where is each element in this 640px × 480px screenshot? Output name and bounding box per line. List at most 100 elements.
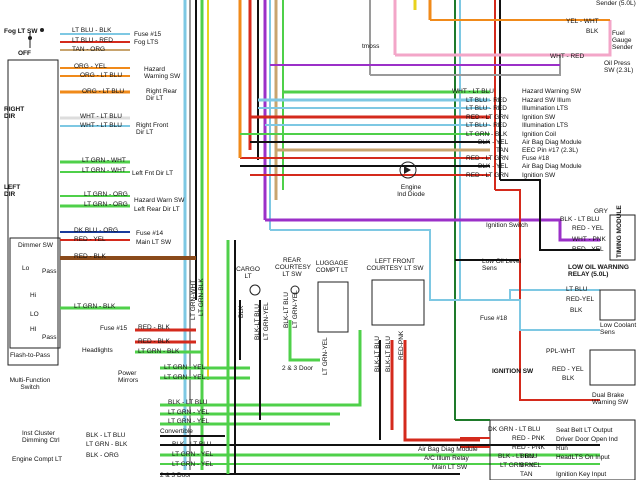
r-eec-pin-label: EEC Pin #17 (2.3L) bbox=[522, 147, 579, 154]
right-dir-label: RIGHT DIR bbox=[4, 106, 25, 120]
top-right-loops bbox=[270, 19, 612, 76]
fuel-gauge-label: Fuel Gauge Sender bbox=[612, 30, 633, 51]
fuse15b-label: Fuse #15 bbox=[100, 325, 128, 332]
r-blk-ltblu-label: BLK - LT BLU bbox=[498, 453, 538, 460]
lt-grn-yel5-label: LT GRN - YEL bbox=[172, 451, 214, 458]
r-ignition-switch-label: Ignition Switch bbox=[486, 222, 528, 229]
r-hazard-sw-illum-label: Hazard SW Illum bbox=[522, 97, 571, 104]
fog-switch bbox=[28, 28, 44, 48]
r-airbag-diag3-label: Air Bag Diag Module bbox=[418, 446, 478, 453]
red-yel-label: RED - YEL bbox=[74, 236, 106, 243]
blk-ltblu-v3: BLK-LT BLU bbox=[374, 336, 381, 372]
r-brn2-label: BRN bbox=[520, 462, 534, 469]
fog-off-label: OFF bbox=[18, 50, 31, 57]
blk-ltblu-v4: BLK-LT BLU bbox=[385, 336, 392, 372]
lt-grn-wht-label: LT GRN - WHT bbox=[82, 157, 126, 164]
dual-brake-box bbox=[589, 349, 636, 386]
wht-red-label: WHT - RED bbox=[550, 53, 585, 60]
luggage-label: LUGGAGE COMPT LT bbox=[315, 260, 349, 274]
pass-label: Pass bbox=[42, 268, 57, 275]
blk-ltblu-v1: BLK-LT BLU bbox=[254, 304, 261, 340]
r-ignition-coil-label: Ignition Coil bbox=[522, 131, 556, 138]
purple-run bbox=[265, 179, 600, 401]
r-tan-label: TAN bbox=[496, 147, 509, 154]
hazard-warn-sw-label: Hazard Warn SW bbox=[134, 197, 185, 204]
oil-press-label: Oil Press SW (2.3L) bbox=[604, 60, 634, 74]
r-blk-lt-blu-label: BLK - LT BLU bbox=[560, 216, 600, 223]
dk-blu-org-label: DK BLU - ORG bbox=[74, 227, 119, 234]
lt-grn-yel3-label: LT GRN - YEL bbox=[168, 409, 210, 416]
r-lt-blu-red3-label: LT BLU - RED bbox=[466, 122, 507, 129]
wht-ltblu2-label: WHT - LT BLU bbox=[80, 122, 122, 129]
left-front-label: LEFT FRONT COURTESY LT SW bbox=[366, 258, 424, 272]
r-red-yel-label: RED - YEL bbox=[572, 225, 604, 232]
fog-wire-2: LT BLU - RED bbox=[72, 37, 113, 44]
convertible-label: Convertible bbox=[160, 428, 193, 435]
r-red-pnk2-label: RED - PNK bbox=[512, 444, 545, 451]
fuse15-label: Fuse #15 bbox=[134, 31, 162, 38]
luggage-compt-box bbox=[317, 281, 349, 333]
r-red-pnk-label: RED - PNK bbox=[512, 435, 545, 442]
lt-grn-blk2-label: LT GRN - BLK bbox=[138, 348, 180, 355]
r-ignition-sw3-label: IGNITION SW bbox=[492, 368, 534, 375]
r-fuse18-label: Fuse #18 bbox=[522, 155, 550, 162]
two-three-door-bottom-label: 2 & 3 Door bbox=[160, 472, 192, 479]
low-coolant-box bbox=[599, 289, 636, 321]
r-wht-ltblu-label: WHT - LT BLU bbox=[452, 88, 494, 95]
red-blk2-label: RED - BLK bbox=[138, 324, 170, 331]
right-bottom-module-box bbox=[489, 419, 636, 480]
blk-ltblu-label: BLK - LT BLU bbox=[168, 399, 208, 406]
lt-grn-org-label: LT GRN - ORG bbox=[84, 191, 128, 198]
fog-lts-label: Fog LTS bbox=[134, 39, 159, 46]
flash-to-pass-label: Flash-to-Pass bbox=[10, 352, 51, 359]
org-ltblu2-label: ORG - LT BLU bbox=[82, 88, 125, 95]
r-lt-blu-red-label: LT BLU - RED bbox=[466, 97, 507, 104]
multi-function-switch-box bbox=[7, 59, 59, 366]
lt-grn-yel6-label: LT GRN - YEL bbox=[172, 461, 214, 468]
red-blk-label: RED - BLK bbox=[74, 253, 106, 260]
left-switch-wires bbox=[60, 33, 202, 354]
blk-ltblu3-label: BLK - LT BLU bbox=[172, 441, 212, 448]
r-brn-label: BRN bbox=[520, 453, 534, 460]
r-airbag-diag-label: Air Bag Diag Module bbox=[522, 139, 582, 146]
dimmer-sw-label: Dimmer SW bbox=[18, 242, 54, 249]
r-ignition-sw2-label: Ignition SW bbox=[522, 172, 556, 179]
blk-org-label: BLK - ORG bbox=[86, 452, 119, 459]
r-red-yel3-label: RED-YEL bbox=[566, 296, 595, 303]
r-ignition-key-label: Ignition Key Input bbox=[556, 471, 607, 478]
r-timing-module-label: TIMING MODULE bbox=[616, 205, 623, 258]
tmoss-label: tmoss bbox=[362, 43, 380, 50]
lt-grn-yel-v2: LT GRN-YEL bbox=[292, 290, 299, 328]
left-rear-dir-label: Left Rear Dir LT bbox=[134, 206, 180, 213]
r-ignition-sw-label: Ignition SW bbox=[522, 114, 556, 121]
r-low-oil-sens-label: Low Oil Level Sens bbox=[482, 258, 522, 272]
bottom-wires bbox=[160, 240, 600, 475]
hi2-label: HI bbox=[30, 326, 37, 333]
r-lt-grn-blk-label: LT GRN - BLK bbox=[466, 131, 508, 138]
blk-ltblu-v2: BLK-LT BLU bbox=[283, 292, 290, 328]
right-rear-dir-label: Right Rear Dir LT bbox=[146, 88, 178, 102]
hazard-warning-sw-label: Hazard Warning SW bbox=[144, 66, 181, 80]
two-three-door-mid-label: 2 & 3 Door bbox=[282, 365, 314, 372]
r-blk-label: BLK bbox=[570, 307, 583, 314]
lt-grn-blk-v: LT GRN-BLK bbox=[198, 278, 205, 316]
r-wht-pnk-label: WHT - PNK bbox=[572, 236, 606, 243]
r-tan2-label: TAN bbox=[520, 471, 533, 478]
lt-grn-blk3-label: LT GRN - BLK bbox=[86, 441, 128, 448]
lt-grn-org2-label: LT GRN - ORG bbox=[84, 201, 128, 208]
engine-compt-label: Engine Compt LT bbox=[12, 456, 63, 463]
left-front-courtesy-box bbox=[371, 279, 425, 326]
blk-top-label: BLK bbox=[586, 28, 599, 35]
r-seat-belt-label: Seat Belt LT Output bbox=[556, 427, 613, 434]
r-red-lt-grn-label: RED - LT GRN bbox=[466, 114, 509, 121]
r-red-lt-grn3-label: RED - LT GRN bbox=[466, 172, 509, 179]
lt-grn-yel2-label: LT GRN - YEL bbox=[164, 374, 206, 381]
r-ppl-wht-label: PPL-WHT bbox=[546, 348, 576, 355]
pass2-label: Pass bbox=[42, 334, 57, 341]
lt-grn-yel-label: LT GRN - YEL bbox=[164, 364, 206, 371]
rear-courtesy-switch bbox=[290, 285, 300, 295]
r-ac-illum-label: A/C Illum Relay bbox=[424, 455, 469, 462]
engine-ind-diode bbox=[399, 161, 417, 179]
r-dual-brake-label: Dual Brake Warning SW bbox=[592, 392, 629, 406]
